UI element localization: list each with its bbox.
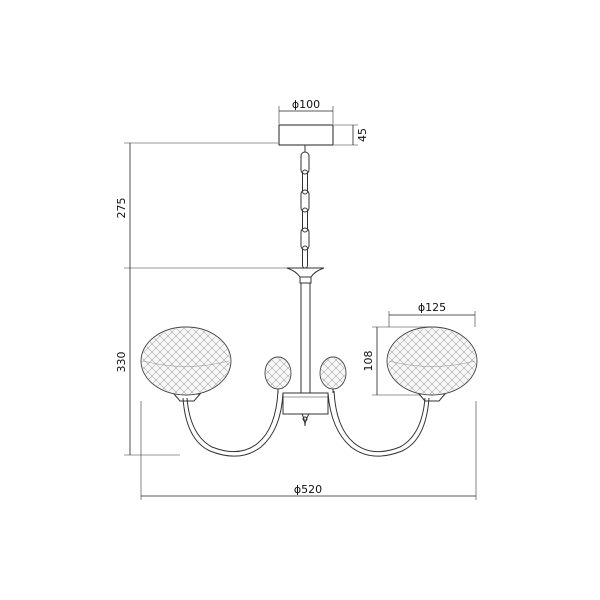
right-globe-shade [386,326,478,396]
stem [286,267,325,394]
canopy [278,124,334,146]
canopy-height-dimension: 45 [334,124,369,146]
shade-height-label: 108 [362,351,375,372]
left-globe-shade [140,326,232,396]
canopy-diameter-dimension: ϕ100 [278,98,334,124]
chain-length-label: 275 [115,198,128,219]
body-height-label: 330 [115,352,128,373]
shade-height-dimension: 108 [362,326,432,396]
overall-diameter-dimension: ϕ520 [140,401,477,500]
canopy-height-label: 45 [356,128,369,142]
height-dimensions: 275 330 [115,142,295,456]
left-arm [182,390,284,457]
right-crystal-finial [319,356,347,393]
shade-diameter-dimension: ϕ125 [388,301,476,327]
shade-diameter-label: ϕ125 [418,301,446,314]
canopy-diameter-label: ϕ100 [292,98,320,111]
right-arm [327,390,430,457]
chain [300,145,310,269]
overall-diameter-label: ϕ520 [294,483,322,496]
body-hub [282,392,329,427]
left-crystal-finial [264,356,292,393]
